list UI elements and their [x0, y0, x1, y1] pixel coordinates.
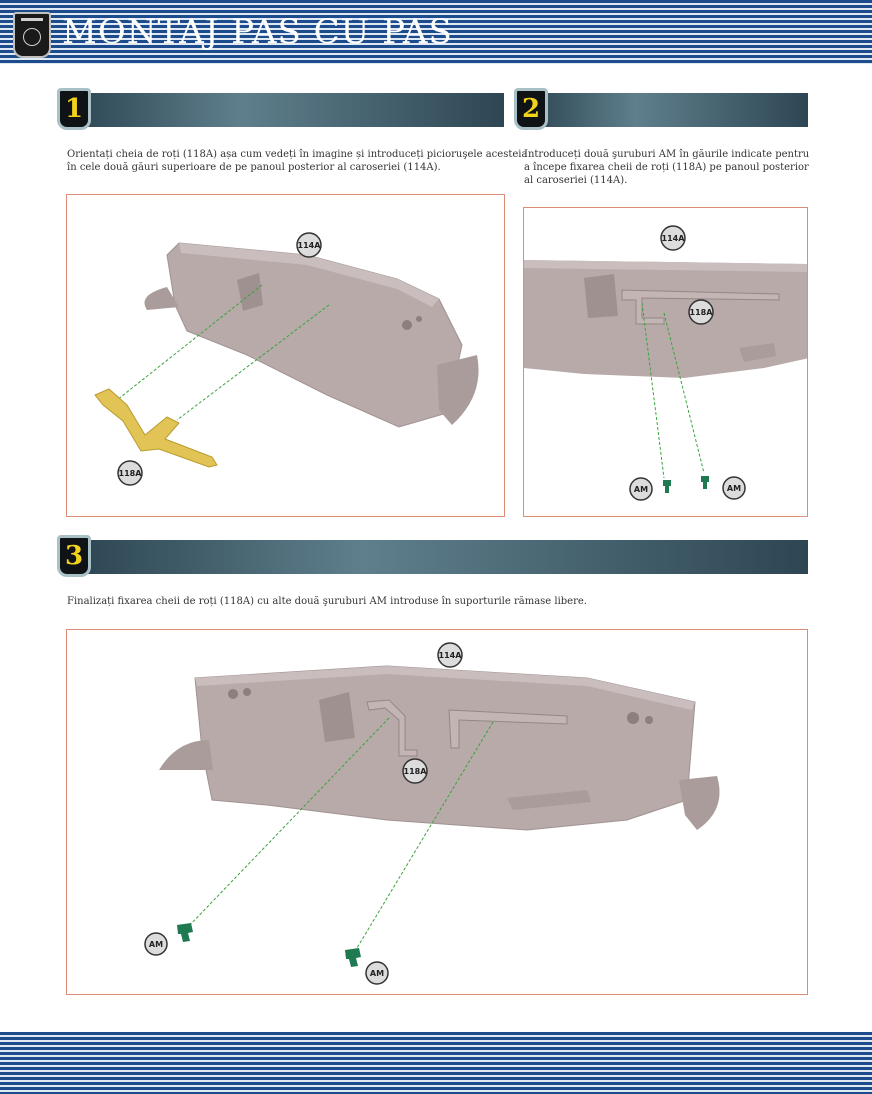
step-1-text-line-1: Orientați cheia de roți (118A) așa cum v…: [67, 149, 528, 160]
panel-top-edge: [195, 666, 695, 710]
am-screw: [663, 480, 671, 493]
guide-line: [663, 312, 705, 474]
guide-line: [641, 302, 665, 479]
guide-line: [356, 721, 494, 949]
panel-hole: [645, 716, 653, 724]
panel-hole: [416, 316, 422, 322]
panel-hole: [627, 712, 639, 724]
part-label-114a: 114A: [298, 241, 322, 250]
step-2-text-line-3: al caroseriei (114A).: [524, 175, 628, 186]
panel-hole: [402, 320, 412, 330]
step-3-illustration: 114A 118A AM AM: [66, 629, 808, 995]
part-label-am: AM: [634, 485, 648, 494]
wheel-wrench: [94, 388, 218, 468]
panel-bracket: [739, 343, 776, 362]
am-screw: [701, 476, 709, 489]
panel-left-wing: [159, 740, 213, 770]
panel-hole: [228, 689, 238, 699]
panel-top-edge: [179, 243, 439, 307]
panel-top-edge: [524, 260, 807, 272]
part-label-am: AM: [149, 940, 163, 949]
part-label-118a: 118A: [404, 767, 428, 776]
panel-left-wing: [144, 287, 179, 310]
guide-line: [116, 284, 263, 401]
part-label-am: AM: [370, 969, 384, 978]
step-2-instructions: Introduceți două şuruburi AM în găurile …: [524, 148, 809, 187]
am-screw: [345, 948, 361, 967]
step-2-text-line-1: Introduceți două şuruburi AM în găurile …: [524, 149, 810, 160]
panel-bracket: [507, 790, 591, 810]
step-1-illustration: 114A 118A: [66, 194, 505, 517]
guide-line: [186, 717, 390, 929]
panel-recess: [237, 273, 263, 311]
step-1-instructions: Orientați cheia de roți (118A) așa cum v…: [67, 148, 527, 174]
brand-logo: [13, 12, 51, 58]
step-3-text-line-1: Finalizați fixarea cheii de roți (118A) …: [67, 596, 587, 607]
panel-right-wing: [679, 776, 720, 830]
rear-panel: [166, 242, 463, 428]
header-banner: MONTAJ PAS CU PAS: [0, 0, 872, 64]
part-label-118a: 118A: [119, 469, 143, 478]
wheel-wrench: [366, 699, 418, 757]
step-2-header: 2: [514, 88, 808, 130]
am-screw: [177, 923, 193, 942]
panel-right-wing: [437, 355, 479, 425]
step-2-illustration: 114A 118A AM AM: [523, 207, 808, 517]
step-1-text-line-2: în cele două găuri superioare de pe pano…: [67, 162, 441, 173]
step-3-header: 3: [57, 535, 808, 577]
part-label-am: AM: [727, 484, 741, 493]
step-3-instructions: Finalizați fixarea cheii de roți (118A) …: [67, 595, 587, 608]
step-1-number: 1: [57, 88, 91, 130]
step-2-number: 2: [514, 88, 548, 130]
wheel-wrench: [621, 289, 780, 325]
panel-hole: [243, 688, 251, 696]
footer-banner: [0, 1032, 872, 1094]
panel-recess: [319, 692, 355, 742]
panel-recess: [584, 274, 618, 318]
wheel-wrench: [448, 709, 568, 749]
part-label-114a: 114A: [439, 651, 463, 660]
step-2-text-line-2: a începe fixarea cheii de roți (118A) pe…: [524, 162, 809, 173]
part-label-114a: 114A: [662, 234, 686, 243]
page-title: MONTAJ PAS CU PAS: [62, 12, 453, 52]
guide-line: [176, 304, 330, 421]
part-label-118a: 118A: [690, 308, 714, 317]
step-1-header: 1: [57, 88, 504, 130]
step-3-number: 3: [57, 535, 91, 577]
